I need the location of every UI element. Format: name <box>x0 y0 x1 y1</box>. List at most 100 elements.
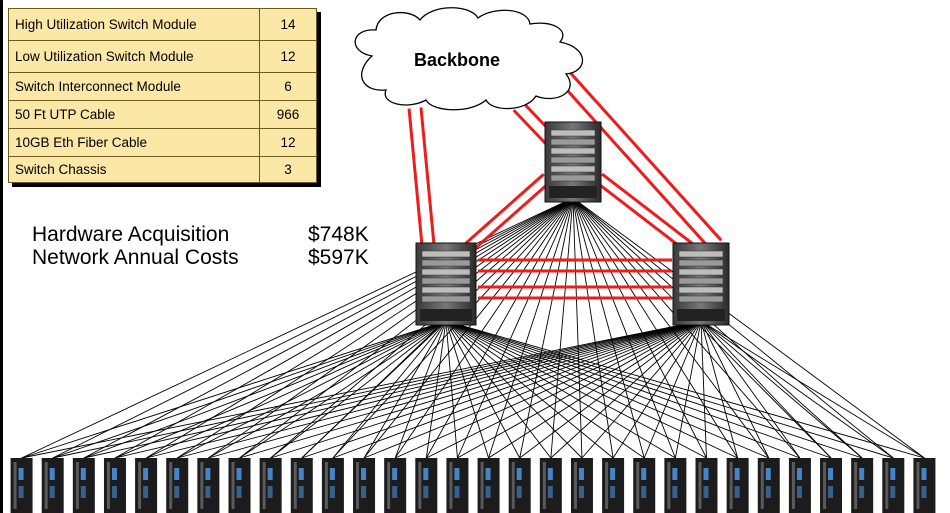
server-rack-icon <box>10 458 33 513</box>
rack-light <box>236 486 242 498</box>
downlink-cable <box>394 320 447 459</box>
item-cell: Low Utilization Switch Module <box>8 40 260 73</box>
server-rack-icon <box>228 458 251 513</box>
downlink-cable <box>83 197 574 459</box>
rack-light <box>205 486 211 498</box>
chassis-slot <box>550 138 596 146</box>
rack-light <box>392 468 398 480</box>
chassis-slot <box>421 295 471 303</box>
rack-light <box>49 468 55 480</box>
server-rack-icon <box>882 458 905 513</box>
downlink-cable <box>700 320 707 459</box>
downlink-cable <box>114 197 574 459</box>
downlink-cable <box>457 197 574 459</box>
downlink-cable <box>445 320 552 459</box>
rack-edge <box>356 462 360 509</box>
server-rack-icon <box>602 458 625 513</box>
downlink-cable <box>394 197 574 459</box>
rack-light <box>890 468 896 480</box>
downlink-cable <box>550 197 574 459</box>
downlink-cable <box>52 197 574 459</box>
chassis-slot <box>421 277 471 285</box>
server-rack-icon <box>446 458 469 513</box>
downlink-cable <box>176 197 574 459</box>
chassis-slot <box>550 174 596 182</box>
rack-light <box>267 486 273 498</box>
cost-row-annual: Network Annual Costs$597K <box>32 246 369 269</box>
server-rack-icon <box>135 458 158 513</box>
rack-light <box>672 468 678 480</box>
rack-edge <box>854 462 858 509</box>
server-rack-icon <box>820 458 843 513</box>
downlink-cable <box>550 320 702 459</box>
cost-label: Network Annual Costs <box>32 246 239 269</box>
server-rack-icon <box>415 458 438 513</box>
fiber-uplink <box>407 108 424 246</box>
server-rack-icon <box>103 458 126 513</box>
rack-edge <box>106 462 110 509</box>
rack-light <box>641 486 647 498</box>
server-rack-icon <box>664 458 687 513</box>
downlink-cable <box>445 320 863 459</box>
downlink-cable <box>394 320 702 459</box>
interconnect-link <box>595 180 688 254</box>
backbone-cloud <box>354 7 584 111</box>
server-rack-icon <box>290 458 313 513</box>
rack-light <box>641 468 647 480</box>
rack-edge <box>823 462 827 509</box>
rack-edge <box>387 462 391 509</box>
rack-light <box>516 486 522 498</box>
downlink-cable <box>612 320 702 459</box>
server-rack-icon <box>197 458 220 513</box>
downlink-cable <box>208 320 702 459</box>
rack-edge <box>916 462 920 509</box>
rack-light <box>454 486 460 498</box>
table-row: High Utilization Switch Module 14 <box>8 8 317 41</box>
downlink-cable <box>581 320 702 459</box>
chassis-slot <box>678 250 724 258</box>
rack-light <box>734 468 740 480</box>
downlink-cable <box>445 320 645 459</box>
quantity-cell: 3 <box>259 156 317 183</box>
downlink-cable <box>114 320 702 459</box>
table-row: 10GB Eth Fiber Cable 12 <box>8 128 317 157</box>
bill-of-materials-table: High Utilization Switch Module 14 Low Ut… <box>8 8 317 183</box>
quantity-cell: 966 <box>259 100 317 129</box>
server-rack-icon <box>539 458 562 513</box>
server-rack-icon <box>788 458 811 513</box>
downlink-cable <box>572 197 614 459</box>
rack-light <box>765 486 771 498</box>
downlink-cable <box>332 320 702 459</box>
downlink-cable <box>572 197 894 459</box>
chassis-slot <box>678 277 724 285</box>
downlink-cable <box>700 320 863 459</box>
rack-light <box>18 486 24 498</box>
chassis-slot <box>421 286 471 294</box>
rack-light <box>111 486 117 498</box>
fiber-uplink <box>555 77 712 251</box>
downlink-cable <box>445 320 894 459</box>
table-row: Switch Chassis 3 <box>8 156 317 183</box>
rack-light <box>921 468 927 480</box>
downlink-cable <box>425 320 447 459</box>
downlink-cable <box>445 320 707 459</box>
chassis-slot <box>421 259 471 267</box>
downlink-cable <box>445 320 676 459</box>
cost-value: $748K <box>308 223 369 246</box>
downlink-cable <box>445 320 925 459</box>
downlink-cable <box>445 320 801 459</box>
rack-edge <box>324 462 328 509</box>
downlink-cable <box>426 320 702 459</box>
rack-edge <box>885 462 889 509</box>
rack-light <box>329 486 335 498</box>
fiber-uplink <box>419 107 436 245</box>
rack-light <box>454 468 460 480</box>
rack-edge <box>729 462 733 509</box>
downlink-cable <box>208 320 447 459</box>
rack-edge <box>449 462 453 509</box>
rack-edge <box>573 462 577 509</box>
item-cell: 50 Ft UTP Cable <box>8 100 260 129</box>
chassis-slot <box>678 286 724 294</box>
rack-edge <box>667 462 671 509</box>
